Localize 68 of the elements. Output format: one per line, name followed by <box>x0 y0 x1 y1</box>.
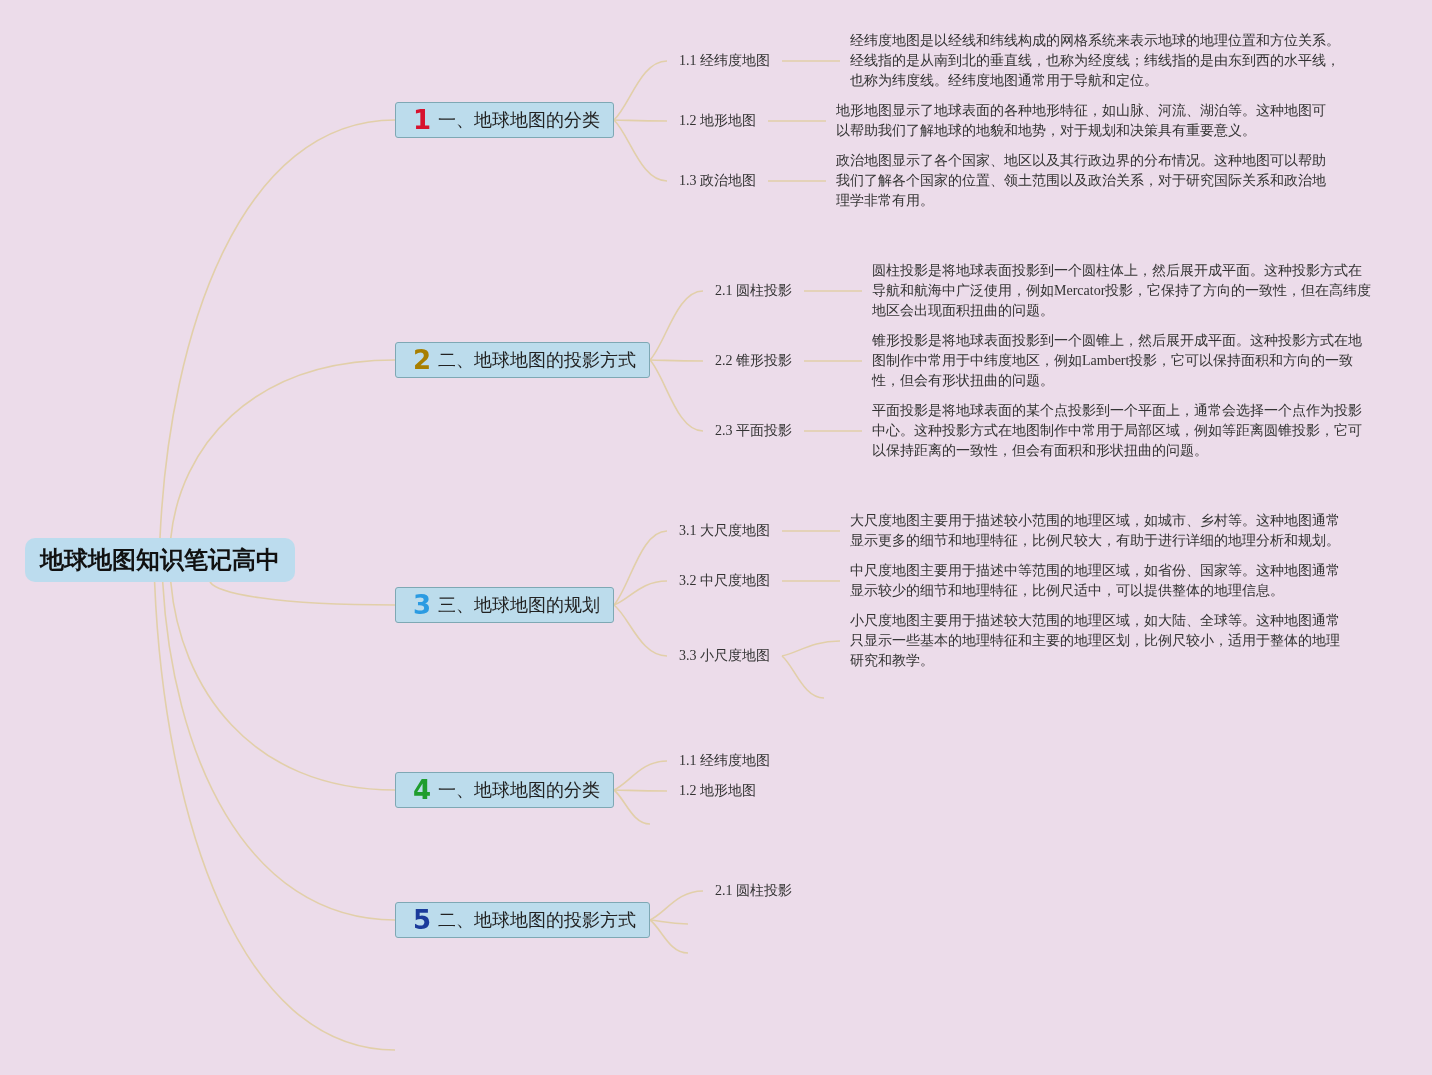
note-text: 中尺度地图主要用于描述中等范围的地理区域，如省份、国家等。这种地图通常显示较少的细节和地理特征，比例尺适中，可以提供整体的地理信息。 <box>840 561 1346 601</box>
branch-line <box>803 360 863 362</box>
topic-number: 3 <box>413 590 432 620</box>
note-text: 小尺度地图主要用于描述较大范围的地理区域，如大陆、全球等。这种地图通常只显示一些基本的地理特征和主要的地理区划，比例尺较小，适用于整体的地理研究和教学。 <box>840 611 1346 671</box>
subtopic-label: 3.1 大尺度地图 <box>667 521 782 541</box>
topic-title: 二、地球地图的投影方式 <box>438 348 637 372</box>
branch-line <box>613 789 668 792</box>
subtopic-label: 2.2 锥形投影 <box>703 351 804 371</box>
note-text: 大尺度地图主要用于描述较小范围的地理区域，如城市、乡村等。这种地图通常显示更多的细节和地理特征，比例尺较大，有助于进行详细的地理分析和规划。 <box>840 511 1346 551</box>
central-topic: 地球地图知识笔记高中 <box>25 538 295 582</box>
subtopic-label: 1.2 地形地图 <box>667 781 768 801</box>
branch-line <box>649 919 689 925</box>
note-text: 经纬度地图是以经线和纬线构成的网格系统来表示地球的地理位置和方位关系。经线指的是从南到北的垂直线，也称为经度线；纬线指的是由东到西的水平线，也称为纬度线。经纬度地图通常用于导航和定位。 <box>840 31 1346 91</box>
subtopic-label: 2.1 圆柱投影 <box>703 881 804 901</box>
topic-title: 二、地球地图的投影方式 <box>438 908 637 932</box>
branch-line <box>613 119 668 122</box>
branch-line <box>803 430 863 432</box>
branch-line <box>781 60 841 62</box>
branch-line <box>649 359 704 432</box>
topic-box <box>395 902 650 938</box>
branch-line <box>159 119 396 539</box>
branch-line <box>781 640 841 657</box>
branch-line <box>781 655 825 699</box>
topic-box <box>395 102 614 138</box>
subtopic-label: 1.1 经纬度地图 <box>667 51 782 71</box>
topic-number: 4 <box>413 775 432 805</box>
branch-line <box>781 580 841 582</box>
subtopic-label: 1.3 政治地图 <box>667 171 768 191</box>
branch-line <box>170 359 396 539</box>
branch-line <box>649 890 704 921</box>
branch-line <box>209 581 396 606</box>
note-text: 圆柱投影是将地球表面投影到一个圆柱体上，然后展开成平面。这种投影方式在导航和航海中广泛使用，例如Mercator投影，它保持了方向的一致性，但在高纬度地区会出现面积扭曲的问题。 <box>862 261 1374 321</box>
subtopic-label: 3.2 中尺度地图 <box>667 571 782 591</box>
subtopic-label: 2.3 平面投影 <box>703 421 804 441</box>
branch-line <box>649 359 704 362</box>
subtopic-label: 3.3 小尺度地图 <box>667 646 782 666</box>
subtopic-label: 2.1 圆柱投影 <box>703 281 804 301</box>
subtopic-label: 1.1 经纬度地图 <box>667 751 782 771</box>
topic-number: 5 <box>413 905 432 935</box>
note-text: 平面投影是将地球表面的某个点投影到一个平面上，通常会选择一个点作为投影中心。这种投影方式在地图制作中常用于局部区域，例如等距离圆锥投影，它可以保持距离的一致性，但会有面积和形状扭曲的问题。 <box>862 401 1374 461</box>
topic-box <box>395 342 650 378</box>
topic-title: 一、地球地图的分类 <box>438 778 601 802</box>
branch-line <box>613 530 668 606</box>
branch-line <box>767 120 827 122</box>
note-text: 地形地图显示了地球表面的各种地形特征，如山脉、河流、湖泊等。这种地图可以帮助我们了解地球的地貌和地势，对于规划和决策具有重要意义。 <box>826 101 1332 141</box>
branch-line <box>803 290 863 292</box>
branch-line <box>767 180 827 182</box>
branch-line <box>649 919 689 954</box>
topic-box <box>395 587 614 623</box>
branch-line <box>161 581 396 921</box>
branch-line <box>613 60 668 121</box>
branch-line <box>613 789 651 825</box>
branch-line <box>170 581 396 791</box>
note-text: 政治地图显示了各个国家、地区以及其行政边界的分布情况。这种地图可以帮助我们了解各个国家的位置、领土范围以及政治关系，对于研究国际关系和政治地理学非常有用。 <box>826 151 1332 211</box>
subtopic-label: 1.2 地形地图 <box>667 111 768 131</box>
branch-line <box>613 604 668 657</box>
branch-line <box>613 580 668 606</box>
branch-line <box>153 581 396 1051</box>
branch-line <box>781 530 841 532</box>
topic-box <box>395 772 614 808</box>
topic-number: 1 <box>413 105 432 135</box>
branch-line <box>613 119 668 182</box>
topic-title: 一、地球地图的分类 <box>438 108 601 132</box>
note-text: 锥形投影是将地球表面投影到一个圆锥上，然后展开成平面。这种投影方式在地图制作中常用于中纬度地区，例如Lambert投影，它可以保持面积和方向的一致性，但会有形状扭曲的问题。 <box>862 331 1374 391</box>
topic-number: 2 <box>413 345 432 375</box>
branch-line <box>649 290 704 361</box>
topic-title: 三、地球地图的规划 <box>438 593 601 617</box>
branch-line <box>613 760 668 791</box>
